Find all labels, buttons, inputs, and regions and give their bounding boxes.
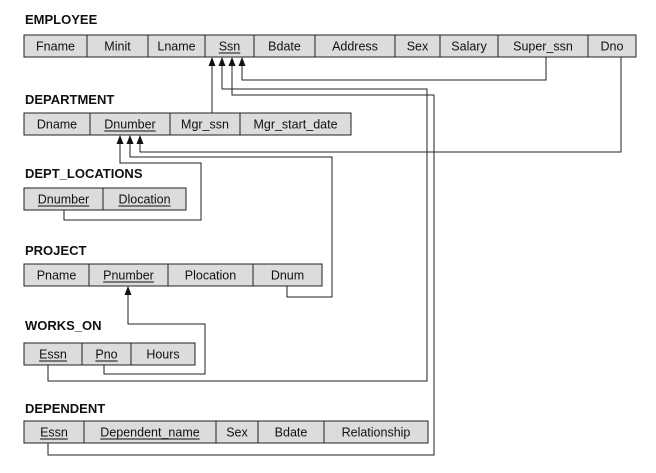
dependent-attr-sex-label: Sex [226,426,248,440]
dependent-essn-to-ssn-line [47,66,435,456]
dept-locations-attr-dnumber-label: Dnumber [38,193,89,207]
employee-attr-dno-label: Dno [601,40,624,54]
dependent-attr-relationship-cell [323,420,429,444]
dept-locations-attr-dlocation-cell [102,187,187,211]
foreign-key-links-layer [47,57,622,456]
dependent-attr-relationship-label: Relationship [342,426,411,440]
dnum-to-dnumber-arrow [126,135,134,144]
department-title: DEPARTMENT [25,92,114,107]
department-attr-mgr-start-date-label: Mgr_start_date [253,118,337,132]
employee-attr-sex-label: Sex [407,40,429,54]
employee-title: EMPLOYEE [25,12,98,27]
super-ssn-to-ssn-arrow [238,57,246,66]
employee-attr-lname-label: Lname [157,40,195,54]
dependent-attr-essn-label: Essn [40,426,68,440]
project-attr-plocation-label: Plocation [185,269,236,283]
dno-to-dnumber-arrow [136,135,144,144]
dependent-title: DEPENDENT [25,401,105,416]
employee-attr-super-ssn-label: Super_ssn [513,40,573,54]
department-attr-dnumber-label: Dnumber [104,118,155,132]
project-attr-dnum-label: Dnum [271,269,304,283]
employee-attr-salary-label: Salary [451,40,487,54]
department-attr-mgr-ssn-label: Mgr_ssn [181,118,229,132]
dept-locations-attr-dlocation-label: Dlocation [118,193,170,207]
dependent-relation: DEPENDENT Essn Dependent_name Sex Bdate Relat… [23,401,429,444]
department-attr-mgr-start-date-cell [239,112,352,136]
works-on-relation: WORKS_ON Essn Pno Hours [23,318,196,366]
works-on-attr-pno-label: Pno [95,348,117,362]
works-on-essn-to-ssn-line [47,66,428,382]
pno-to-pnumber-line [103,295,206,375]
employee-attr-bdate-label: Bdate [268,40,301,54]
project-attr-pnumber-label: Pnumber [103,269,154,283]
works-on-attr-hours-label: Hours [146,348,179,362]
works-on-essn-to-ssn-arrow [218,57,226,66]
works-on-title: WORKS_ON [25,318,102,333]
works-on-attr-hours-cell [130,342,196,366]
employee-attr-dno-cell [587,34,637,58]
employee-relation: EMPLOYEE Fname Minit Lname Ssn Bdate Address Se… [23,12,637,58]
dependent-essn-to-ssn-arrow [228,57,236,66]
project-title: PROJECT [25,243,86,258]
employee-attr-address-label: Address [332,40,378,54]
employee-attr-ssn-label: Ssn [219,40,241,54]
pno-to-pnumber-arrow [124,286,132,295]
dno-to-dnumber-line [139,57,622,153]
employee-attr-fname-label: Fname [36,40,75,54]
works-on-attr-essn-label: Essn [39,348,67,362]
department-relation: DEPARTMENT Dname Dnumber Mgr_ssn Mgr_start_d… [23,92,352,136]
super-ssn-to-ssn-line [241,57,547,81]
dependent-attr-bdate-label: Bdate [275,426,308,440]
dependent-attr-dependent-name-label: Dependent_name [100,426,199,440]
dept-loc-dnumber-to-dnumber-arrow [116,135,124,144]
dept-locations-title: DEPT_LOCATIONS [25,166,143,181]
dnum-to-dnumber-line [129,144,333,298]
mgr-ssn-to-ssn-arrow [208,57,216,66]
dept-loc-dnumber-to-dnumber-line [63,144,202,221]
employee-attr-minit-label: Minit [104,40,131,54]
project-relation: PROJECT Pname Pnumber Plocation Dnum [23,243,323,287]
department-attr-dname-label: Dname [37,118,77,132]
dept-locations-relation: DEPT_LOCATIONS Dnumber Dlocation [23,166,187,211]
project-attr-pname-label: Pname [37,269,77,283]
